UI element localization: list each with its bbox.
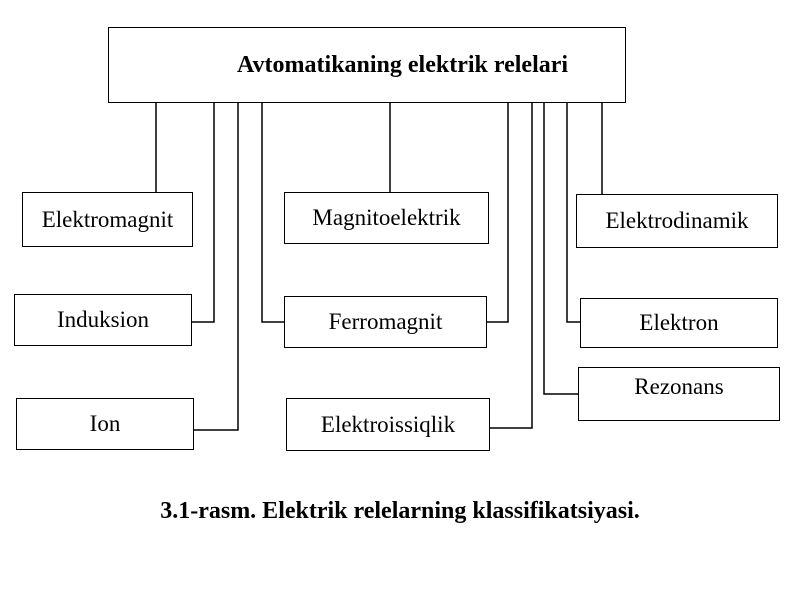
node-induksion-label: Induksion [57,307,149,332]
node-elektron-label: Elektron [639,310,719,335]
node-ion-label: Ion [89,411,121,436]
node-rezonans-label: Rezonans [634,374,724,399]
node-ferromagnit-label: Ferromagnit [328,309,443,334]
connector-ion [194,102,239,431]
node-elektrodinamik-label: Elektrodinamik [605,208,749,233]
node-magnitoelektrik-label: Magnitoelektrik [312,205,461,230]
connector-elektron [566,102,580,323]
node-elektroissiqlik: Elektroissiqlik [286,398,490,451]
connector-rezonans [543,102,578,395]
node-magnitoelektrik: Magnitoelektrik [284,192,489,244]
connector-induksion [192,102,215,323]
connector-elektroissiqlik [490,102,533,429]
node-elektrodinamik: Elektrodinamik [576,194,778,248]
node-ferromagnit: Ferromagnit [284,296,487,348]
node-elektromagnit-label: Elektromagnit [41,206,174,232]
root-node: Avtomatikaning elektrik relelari [108,27,626,103]
figure-caption: 3.1-rasm. Elektrik relelarning klassifik… [160,498,640,524]
node-induksion: Induksion [14,294,192,346]
node-elektromagnit: Elektromagnit [22,192,193,247]
root-node-label: Avtomatikaning elektrik relelari [237,51,569,78]
node-rezonans: Rezonans [578,367,780,421]
node-elektron: Elektron [580,298,778,348]
node-elektroissiqlik-label: Elektroissiqlik [320,411,456,437]
connector-ferromagnit-right [487,102,509,323]
node-ion: Ion [16,398,194,450]
connector-ferromagnit [261,102,284,323]
